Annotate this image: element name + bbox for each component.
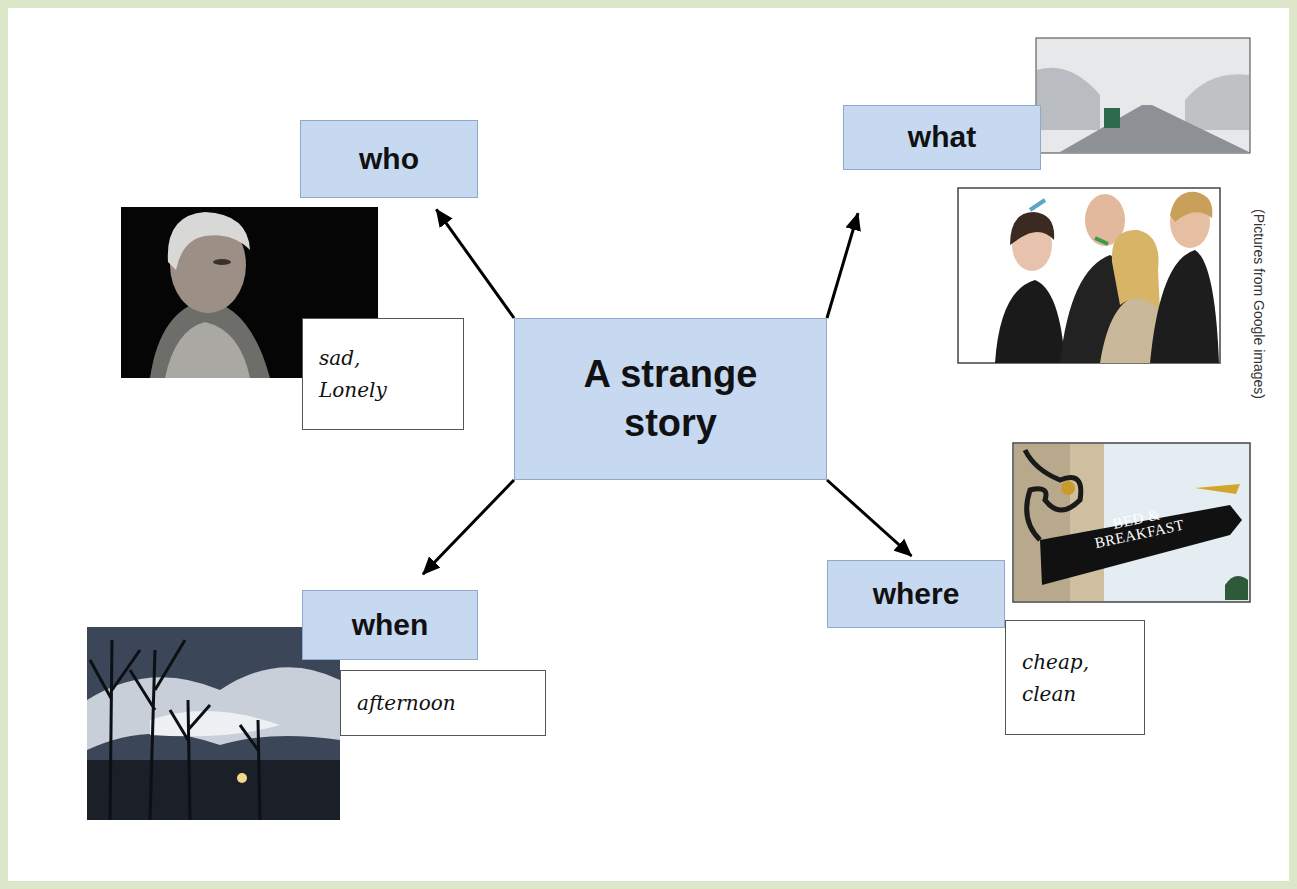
note-box: cheap, clean (1005, 620, 1145, 735)
photo-ground (1013, 443, 1250, 602)
topic-box: A strange story (514, 318, 827, 480)
tree (240, 720, 260, 820)
question-box: who (300, 120, 478, 198)
question-box: where (827, 560, 1005, 628)
arrow-connector (436, 209, 514, 318)
cloud-light (150, 711, 280, 736)
handwritten-note: sad, Lonely (319, 342, 399, 406)
party-horn (1030, 200, 1045, 210)
snow-trees (1185, 74, 1249, 130)
note-box: sad, Lonely (302, 318, 464, 430)
person-dress (995, 280, 1065, 363)
bare-trees (90, 640, 260, 820)
photo-ground (1036, 38, 1250, 153)
road (1060, 105, 1249, 152)
person-hair (1112, 230, 1160, 310)
credit-note: (Pictures from Google images) (1251, 179, 1267, 429)
handwritten-note: afternoon (357, 687, 456, 719)
arrow-connector (423, 480, 514, 574)
person-hair (1010, 212, 1054, 245)
scarf-fold (165, 322, 250, 378)
iron-scroll (1025, 450, 1081, 540)
person-suit (1150, 250, 1219, 363)
party-photo (958, 188, 1220, 363)
sunset-glow (237, 773, 247, 783)
gold-finial (1195, 484, 1240, 494)
question-box: what (843, 105, 1041, 170)
tree (130, 640, 185, 820)
box-label: when (352, 608, 429, 643)
person-hair (1170, 192, 1212, 222)
box-label: who (359, 142, 419, 177)
party-horn (1095, 238, 1108, 244)
box-label: where (873, 577, 960, 612)
question-box: when (302, 590, 478, 660)
foliage (1225, 576, 1248, 600)
eye (213, 259, 231, 265)
box-label: what (908, 120, 976, 155)
snowy-road-photo (1036, 38, 1250, 153)
hair (168, 212, 250, 270)
tree (90, 640, 140, 820)
note-box: afternoon (340, 670, 546, 736)
handwritten-note: cheap, clean (1022, 646, 1102, 710)
arrow-connector (827, 213, 858, 318)
snow-trees (1037, 68, 1100, 130)
box-label: A strange story (556, 350, 786, 449)
arrow-connector (827, 480, 912, 556)
tree (170, 700, 210, 820)
cloud (87, 667, 340, 750)
bed-and-breakfast-photo (1013, 443, 1250, 602)
photo-ground (958, 188, 1220, 363)
sign-text: BED & BREAKFAST (1076, 500, 1200, 554)
gold-ornament (1061, 481, 1075, 495)
ground-dark (87, 760, 340, 820)
road-sign (1104, 108, 1120, 128)
